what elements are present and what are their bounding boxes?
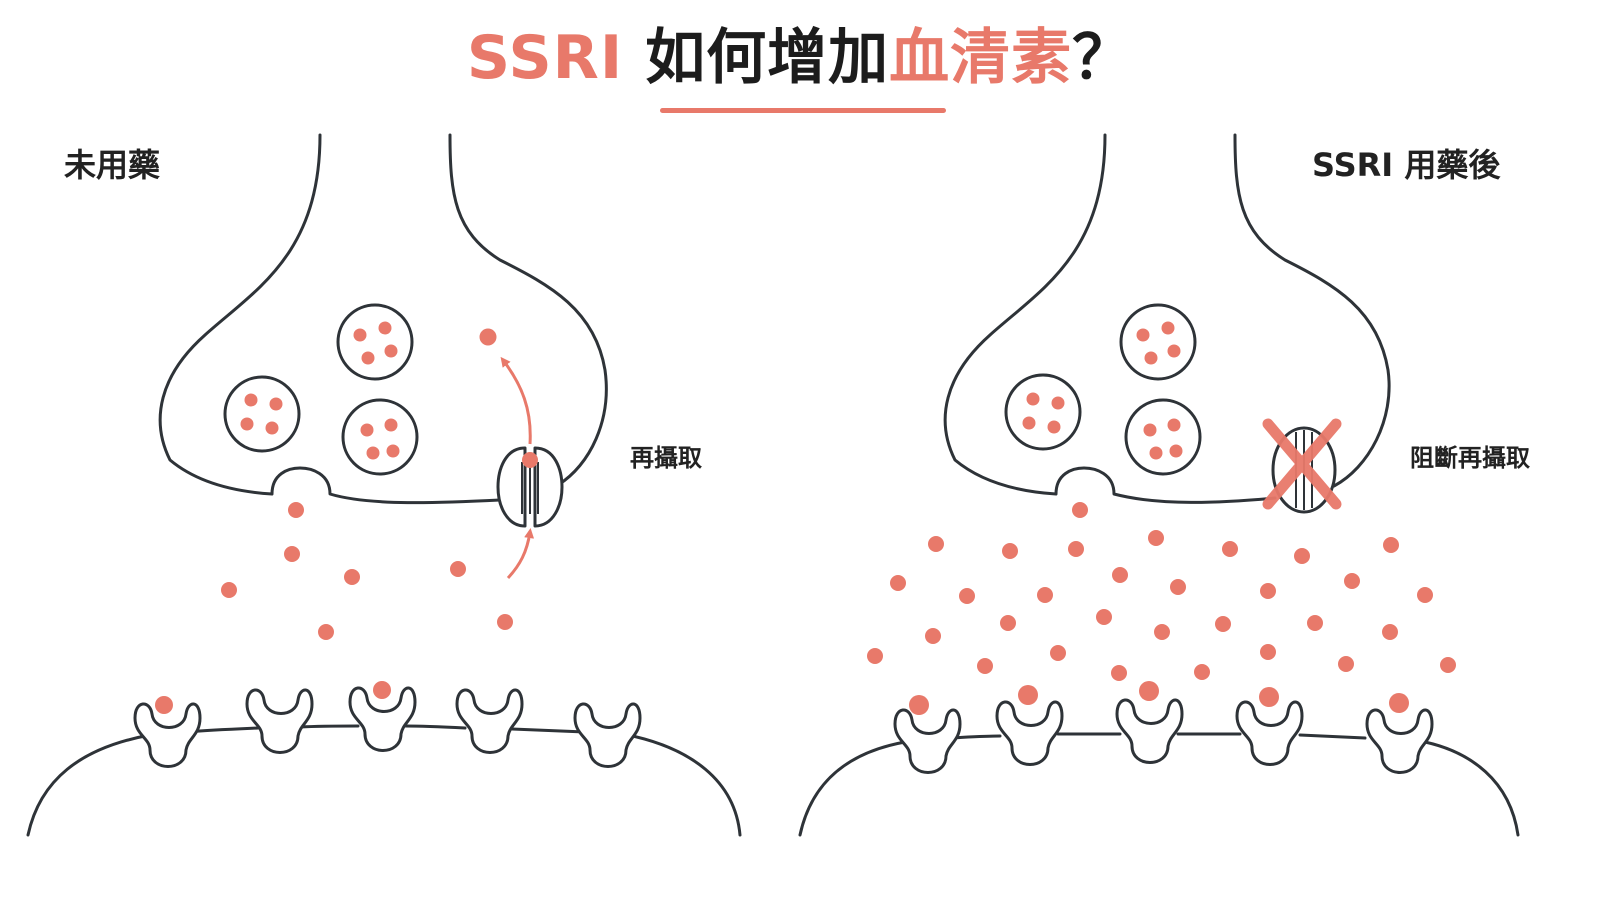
block-reuptake-label: 阻斷再攝取 bbox=[1410, 444, 1530, 472]
right-receptor-4 bbox=[1235, 700, 1304, 766]
left-panel-label: 未用藥 bbox=[64, 146, 161, 184]
left-reuptaken-serotonin bbox=[479, 328, 497, 346]
right-cleft-serotonin bbox=[867, 502, 1456, 681]
left-receptor-1 bbox=[133, 702, 202, 768]
left-reuptake-transporter bbox=[496, 446, 564, 528]
left-receptor-4 bbox=[455, 688, 524, 754]
left-receptor-2 bbox=[245, 688, 314, 754]
left-receptor-5 bbox=[573, 702, 642, 768]
right-receptor-5 bbox=[1365, 708, 1434, 774]
left-bound-serotonin-1 bbox=[155, 696, 173, 714]
title-ssri: SSRI bbox=[466, 23, 624, 93]
left-postsynaptic-membrane bbox=[26, 724, 742, 837]
right-bound-serotonin bbox=[909, 681, 1409, 715]
block-x-icon bbox=[1262, 418, 1342, 510]
right-presynaptic-terminal bbox=[943, 133, 1391, 504]
left-synapse bbox=[26, 133, 742, 837]
right-postsynaptic-membrane bbox=[798, 732, 1520, 837]
right-receptor-1 bbox=[893, 708, 962, 774]
left-vesicle-1 bbox=[336, 303, 414, 381]
right-vesicle-1 bbox=[1119, 303, 1197, 381]
right-vesicle-2 bbox=[1004, 373, 1082, 451]
page-title: SSRI 如何增加血清素？ bbox=[0, 18, 1600, 98]
left-cleft-serotonin bbox=[221, 502, 513, 640]
right-synapse bbox=[798, 133, 1520, 837]
right-receptors bbox=[893, 698, 1434, 774]
left-reuptake-arrow-lower bbox=[506, 528, 535, 580]
title-serotonin: 血清素 bbox=[889, 23, 1073, 93]
left-reuptake-arrow-upper bbox=[500, 356, 532, 445]
title-underline bbox=[660, 108, 946, 113]
left-vesicle-2 bbox=[223, 375, 301, 453]
reuptake-label: 再攝取 bbox=[630, 444, 702, 472]
left-bound-serotonin-2 bbox=[373, 681, 391, 699]
right-panel-label: SSRI 用藥後 bbox=[1312, 146, 1501, 184]
title-question: ？ bbox=[1072, 23, 1134, 93]
right-vesicle-3 bbox=[1124, 398, 1202, 476]
left-receptors bbox=[133, 686, 642, 768]
title-how-increase: 如何增加 bbox=[645, 23, 890, 93]
right-receptor-2 bbox=[995, 700, 1064, 766]
left-receptor-3 bbox=[348, 686, 417, 752]
left-presynaptic-terminal bbox=[158, 133, 608, 505]
right-receptor-3 bbox=[1115, 698, 1184, 764]
left-vesicle-3 bbox=[341, 398, 419, 476]
